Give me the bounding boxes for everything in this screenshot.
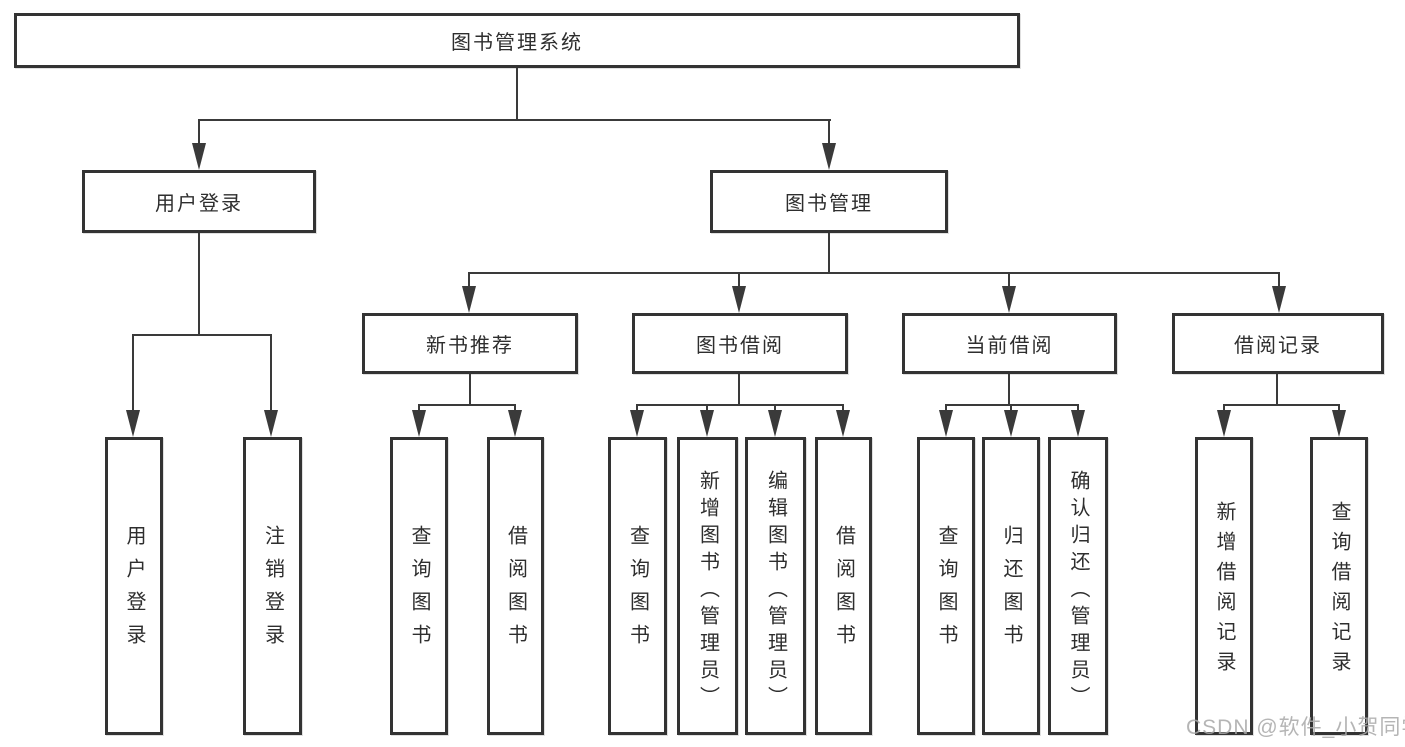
arrow-down-icon xyxy=(412,410,426,437)
leaf-label: 编辑图书（管理员） xyxy=(764,469,787,713)
leaf-record-query: 查询借阅记录 xyxy=(1310,437,1368,735)
leaf-current-query: 查询图书 xyxy=(917,437,975,735)
node-current: 当前借阅 xyxy=(902,313,1117,374)
arrow-down-icon xyxy=(264,410,278,437)
node-borrow: 图书借阅 xyxy=(632,313,848,374)
leaf-record-add: 新增借阅记录 xyxy=(1195,437,1253,735)
node-user-login: 用户登录 xyxy=(82,170,316,233)
leaf-label: 确认归还（管理员） xyxy=(1067,469,1089,713)
leaf-label: 查询借阅记录 xyxy=(1328,501,1350,681)
connector-drop-leaf xyxy=(132,334,134,414)
node-borrow-label: 图书借阅 xyxy=(696,335,784,357)
arrow-down-icon xyxy=(732,286,746,313)
node-new-book: 新书推荐 xyxy=(362,313,578,374)
leaf-label: 用户登录 xyxy=(123,525,145,657)
node-book-management-label: 图书管理 xyxy=(785,193,873,215)
connector-drop-new-book xyxy=(468,272,470,290)
arrow-down-icon xyxy=(836,410,850,437)
leaf-label: 新增图书（管理员） xyxy=(696,469,719,713)
connector-user-login-branch xyxy=(132,334,272,336)
leaf-label: 借阅图书 xyxy=(832,525,855,657)
node-new-book-label: 新书推荐 xyxy=(426,335,514,357)
arrow-down-icon xyxy=(462,286,476,313)
connector-drop-current xyxy=(1008,272,1010,290)
node-book-management: 图书管理 xyxy=(710,170,948,233)
leaf-current-return: 归还图书 xyxy=(982,437,1040,735)
connector-current-stem xyxy=(1008,374,1010,405)
connector-new-book-branch xyxy=(418,404,516,406)
node-root: 图书管理系统 xyxy=(14,13,1020,68)
arrow-down-icon xyxy=(508,410,522,437)
connector-drop-leaf xyxy=(270,334,272,414)
connector-drop-book-management xyxy=(828,119,830,147)
leaf-label: 借阅图书 xyxy=(504,525,527,657)
leaf-user-login: 用户登录 xyxy=(105,437,163,735)
node-record-label: 借阅记录 xyxy=(1234,335,1322,357)
leaf-current-confirm-admin: 确认归还（管理员） xyxy=(1048,437,1108,735)
connector-user-login-stem xyxy=(198,233,200,336)
leaf-new-book-borrow: 借阅图书 xyxy=(487,437,544,735)
leaf-logout: 注销登录 xyxy=(243,437,302,735)
arrow-down-icon xyxy=(1332,410,1346,437)
arrow-down-icon xyxy=(700,410,714,437)
leaf-label: 注销登录 xyxy=(261,525,284,657)
node-root-label: 图书管理系统 xyxy=(451,32,583,54)
arrow-down-icon xyxy=(768,410,782,437)
connector-borrow-stem xyxy=(738,374,740,405)
arrow-down-icon xyxy=(1217,410,1231,437)
connector-drop-record xyxy=(1278,272,1280,290)
node-user-login-label: 用户登录 xyxy=(155,193,243,215)
leaf-label: 查询图书 xyxy=(626,525,649,657)
leaf-borrow-borrow: 借阅图书 xyxy=(815,437,872,735)
node-current-label: 当前借阅 xyxy=(965,335,1054,357)
connector-new-book-stem xyxy=(469,374,471,405)
node-record: 借阅记录 xyxy=(1172,313,1384,374)
connector-drop-user-login xyxy=(198,119,200,147)
connector-book-management-stem xyxy=(828,233,830,274)
leaf-borrow-query: 查询图书 xyxy=(608,437,667,735)
arrow-down-icon xyxy=(126,410,140,437)
connector-record-stem xyxy=(1276,374,1278,405)
connector-current-branch xyxy=(945,404,1079,406)
arrow-down-icon xyxy=(192,143,206,170)
arrow-down-icon xyxy=(1071,410,1085,437)
arrow-down-icon xyxy=(630,410,644,437)
connector-root-stem xyxy=(516,68,518,120)
csdn-watermark: CSDN @软件_小贺同学 xyxy=(1186,716,1405,739)
arrow-down-icon xyxy=(1002,286,1016,313)
arrow-down-icon xyxy=(822,143,836,170)
connector-root-branch xyxy=(198,119,831,121)
leaf-label: 查询图书 xyxy=(408,525,430,657)
leaf-new-book-query: 查询图书 xyxy=(390,437,448,735)
connector-borrow-branch xyxy=(636,404,844,406)
arrow-down-icon xyxy=(1272,286,1286,313)
leaf-label: 归还图书 xyxy=(1000,525,1022,657)
leaf-borrow-add-admin: 新增图书（管理员） xyxy=(677,437,738,735)
arrow-down-icon xyxy=(1004,410,1018,437)
leaf-label: 查询图书 xyxy=(935,525,957,657)
leaf-borrow-edit-admin: 编辑图书（管理员） xyxy=(745,437,806,735)
leaf-label: 新增借阅记录 xyxy=(1213,501,1235,681)
connector-book-management-branch xyxy=(468,272,1280,274)
connector-drop-borrow xyxy=(738,272,740,290)
arrow-down-icon xyxy=(939,410,953,437)
connector-record-branch xyxy=(1223,404,1340,406)
